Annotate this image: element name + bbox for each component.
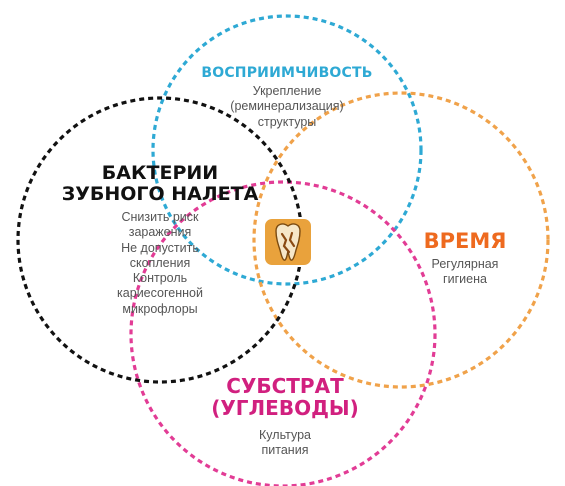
description-line: гигиена xyxy=(443,272,487,287)
description-line: Снизить риск xyxy=(121,210,199,224)
description-line: заражения xyxy=(128,225,192,240)
description-line: кариесогенной xyxy=(117,286,203,301)
description-line: Не допустить xyxy=(121,240,199,255)
bacteria-description: Снизить риск заражения Не допустить скоп… xyxy=(70,210,250,317)
decayed-tooth-icon xyxy=(263,217,313,267)
description-line: скопления xyxy=(129,255,191,270)
title-line: СУБСТРАТ xyxy=(226,374,344,398)
circle-time xyxy=(252,91,550,389)
susceptibility-description: Укрепление (реминерализация) структуры xyxy=(182,84,392,130)
bacteria-title: БАКТЕРИИ ЗУБНОГО НАЛЕТА xyxy=(40,163,280,204)
susceptibility-title: ВОСПРИИМЧИВОСТЬ xyxy=(201,65,373,81)
description-line: микрофлоры xyxy=(122,301,198,316)
description-line: питания xyxy=(261,443,309,458)
title-line: ЗУБНОГО НАЛЕТА xyxy=(61,182,259,205)
description-line: Контроль xyxy=(132,271,188,285)
substrate-description: Культура питания xyxy=(210,428,360,459)
substrate-title: СУБСТРАТ (УГЛЕВОДЫ) xyxy=(160,374,410,420)
title-line: БАКТЕРИИ xyxy=(101,162,219,184)
description-line: Регулярная xyxy=(431,257,499,271)
description-line: (реминерализация) xyxy=(230,99,344,114)
circle-susceptibility xyxy=(151,14,423,286)
title-line: (УГЛЕВОДЫ) xyxy=(211,395,359,420)
description-line: Укрепление xyxy=(252,84,322,98)
description-line: Культура xyxy=(259,428,311,442)
description-line: структуры xyxy=(257,114,317,129)
time-title: ВРЕМЯ xyxy=(423,229,507,253)
decay-mark xyxy=(280,231,296,254)
time-description: Регулярная гигиена xyxy=(390,257,540,288)
circle-substrate xyxy=(129,180,437,486)
